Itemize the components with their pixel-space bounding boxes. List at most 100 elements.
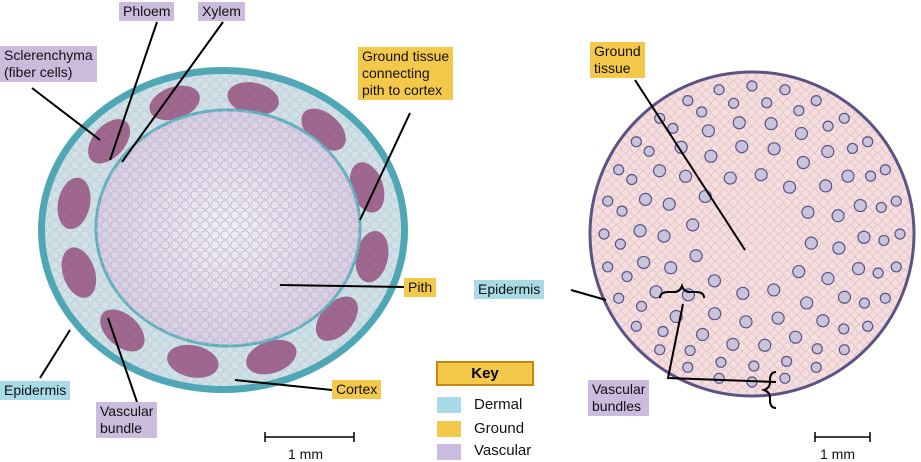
right-vascular-bundle [696, 106, 708, 118]
right-vascular-bundle [707, 274, 722, 288]
right-vascular-bundle [613, 292, 625, 304]
right-vascular-bundle [674, 140, 688, 154]
right-vascular-bundle [872, 267, 884, 279]
right-vascular-bundle [621, 270, 633, 283]
vascular-bundles-label: Vascular bundles [588, 380, 650, 416]
right-vascular-bundle [821, 144, 835, 159]
right-vascular-bundle [686, 218, 700, 232]
right-vascular-bundle [862, 136, 874, 148]
left-vascular-bundle [355, 230, 389, 283]
left-vascular-bundle [100, 309, 145, 352]
pith-leader-line [279, 284, 405, 288]
bundle-brace-top [659, 282, 705, 299]
key-swatch-dermal [437, 397, 461, 413]
right-vascular-bundle [735, 139, 749, 154]
right-vascular-bundle [822, 120, 834, 132]
left-leader-lines [31, 21, 411, 403]
key-title: Key [436, 361, 534, 386]
bundle-brace-right [760, 371, 777, 409]
right-vascular-bundle [804, 236, 818, 250]
right-vascular-bundle [838, 344, 850, 356]
ground-tissue-leader-line [359, 112, 411, 221]
right-vascular-bundle [728, 97, 740, 109]
right-vascular-bundle [894, 228, 906, 240]
left-vascular-bundle [227, 82, 279, 116]
epidermis-leader-line-left [39, 329, 71, 379]
right-vascular-bundle [821, 271, 835, 286]
ground-tissue-connecting-label: Ground tissue connecting pith to cortex [358, 47, 454, 100]
right-vascular-bundle [633, 224, 647, 238]
right-vascular-bundle [890, 195, 902, 207]
ground-tissue-leader-line-right [634, 79, 746, 251]
phloem-label: Phloem [119, 2, 175, 21]
right-vascular-bundle [794, 126, 809, 141]
right-vascular-bundle [638, 192, 653, 206]
right-vascular-bundle [764, 117, 778, 131]
right-vascular-bundle [614, 238, 626, 250]
right-vascular-bundle [792, 264, 806, 279]
right-vascular-bundle [838, 323, 850, 335]
left-vascular-bundle [61, 247, 97, 298]
right-vascular-bundle [767, 283, 781, 297]
right-scale-label: 1 mm [820, 446, 855, 462]
right-vascular-bundle [598, 228, 610, 240]
right-vascular-bundle [630, 320, 642, 332]
right-vascular-bundle [748, 360, 760, 372]
right-vascular-bundle [857, 230, 871, 244]
right-vascular-bundle [736, 286, 750, 300]
right-vascular-bundle [801, 205, 815, 219]
right-vascular-bundle [771, 311, 785, 325]
right-stem-vascular-bundles [598, 80, 906, 388]
right-vascular-bundle [715, 356, 727, 368]
right-vascular-bundle [862, 320, 874, 332]
right-vascular-bundle [816, 314, 830, 328]
right-vascular-bundle [782, 180, 797, 194]
right-vascular-bundle [678, 169, 693, 183]
right-vascular-bundle [793, 104, 805, 117]
right-vascular-bundle [761, 97, 773, 109]
pith-label: Pith [404, 278, 437, 297]
left-vascular-bundle [349, 162, 385, 213]
right-vascular-bundle [846, 142, 859, 155]
right-vascular-bundle [701, 124, 716, 138]
right-vascular-bundle [810, 95, 822, 107]
phloem-leader-line [109, 21, 158, 161]
right-vascular-bundle [643, 145, 655, 157]
right-vascular-bundle [875, 201, 887, 214]
vascular-bundle-leader-line [107, 317, 138, 403]
left-scale-label: 1 mm [288, 446, 323, 462]
right-vascular-bundle [613, 164, 625, 176]
sclerenchyma-leader-line [31, 87, 101, 141]
epidermis-label-right: Epidermis [474, 280, 545, 299]
xylem-label: Xylem [198, 2, 245, 21]
right-vascular-bundle [819, 179, 833, 193]
epidermis-leader-line-right [570, 289, 607, 301]
xylem-leader-line [121, 21, 224, 163]
right-vascular-bundle [841, 169, 855, 183]
right-vascular-bundle [626, 173, 638, 186]
right-vascular-bundle [684, 344, 696, 357]
right-vascular-bundle [726, 337, 740, 351]
right-vascular-bundle [754, 168, 768, 182]
left-vascular-bundle [57, 177, 91, 230]
right-vascular-bundle [695, 327, 710, 342]
right-vascular-bundle [788, 330, 803, 344]
right-vascular-bundle [602, 195, 614, 207]
left-vascular-bundle [246, 339, 297, 375]
right-vascular-bundle [630, 136, 642, 148]
right-vascular-bundle [654, 344, 666, 356]
vascular-bundle-label: Vascular bundle [96, 402, 158, 438]
epidermis-label-left: Epidermis [0, 381, 71, 400]
right-vascular-bundle [811, 343, 823, 355]
right-vascular-bundle [723, 171, 737, 185]
right-vascular-bundle [837, 290, 852, 304]
key-swatch-ground [437, 421, 461, 437]
right-vascular-bundle [779, 372, 791, 384]
vascular-bundles-leader-line [666, 303, 777, 383]
right-vascular-bundle [682, 95, 694, 107]
right-vascular-bundle [832, 241, 846, 255]
right-vascular-bundle [865, 170, 877, 182]
right-vascular-bundle [810, 361, 822, 373]
